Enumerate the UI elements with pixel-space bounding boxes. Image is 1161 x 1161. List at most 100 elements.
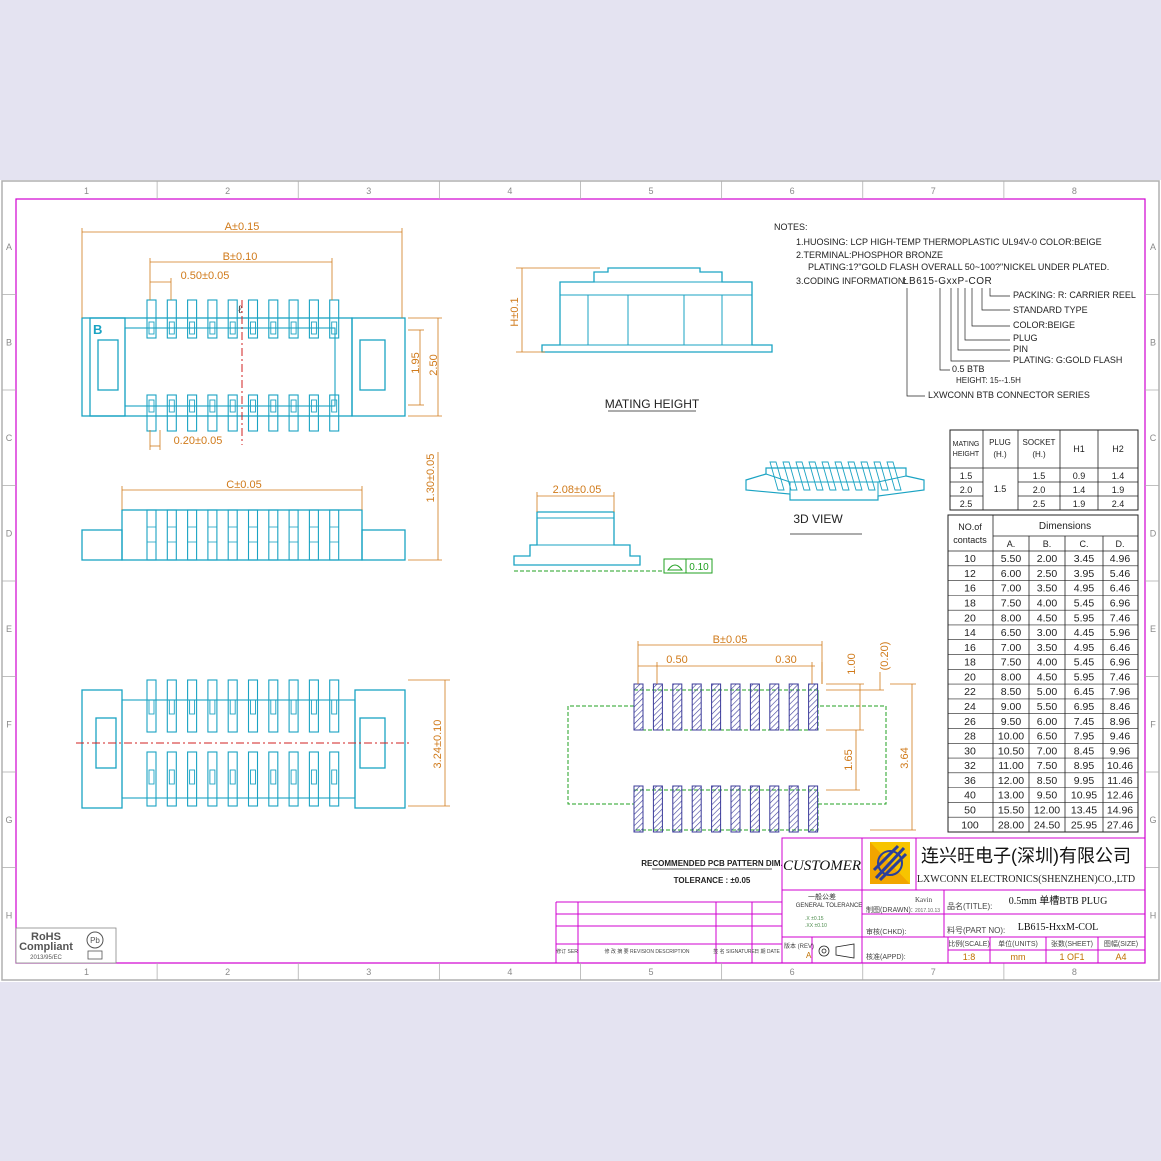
dims-table-cell: 6.45 [1074,686,1095,698]
dims-table-cell: 24 [964,701,976,713]
frame-col-number: 8 [1072,186,1077,196]
ht-header-h2: H2 [1112,444,1124,454]
front-pin [207,509,218,561]
pcb-pad [769,785,780,833]
dims-table-cell: 7.50 [1001,597,1022,609]
frame-row-letter: D [1150,528,1157,538]
frame-row-letter: A [6,242,12,252]
dims-table-cell: 14.96 [1107,805,1133,817]
dims-table-cell: 3.45 [1074,553,1095,565]
height-table-cell: 2.5 [960,499,973,509]
dims-table-cell: 6.50 [1001,627,1022,639]
pcb-pad [633,785,644,833]
top-pin [308,394,319,432]
dims-table-cell: 5.95 [1074,671,1095,683]
note-1: 1.HUOSING: LCP HIGH-TEMP THERMOPLASTIC U… [796,237,1102,247]
coding-string: LB615-GxxP-COR [903,276,992,287]
side-view: 2.08±0.05 0.10 [513,484,713,574]
top-pin-contact [209,399,216,413]
dims-table-col-header: C. [1080,539,1089,549]
iso-pin [847,461,863,491]
dims-table-cell: 4.00 [1037,597,1058,609]
height-table-cell: 1.9 [1073,499,1086,509]
dims-table-col-header: B. [1043,539,1052,549]
top-pin-contact [310,321,317,335]
top-pin [146,299,157,339]
height-table-cell: 2.5 [1033,499,1046,509]
top-pin [247,394,259,432]
front-pin [308,509,319,561]
bottom-view: 3.24±0.10 [76,679,450,809]
frame-col-number: 2 [225,967,230,977]
dims-table-cell: 6.00 [1037,716,1058,728]
iso-pin [769,461,785,491]
frame-row-letter: A [1150,242,1156,252]
bottom-pin-contact [290,699,297,715]
front-pin [146,509,157,561]
frame-row-letter: B [1150,337,1156,347]
size-label: 图幅(SIZE) [1104,939,1138,948]
note-3: 3.CODING INFORMATION: [796,276,907,286]
frame-col-number: 6 [790,186,795,196]
bottom-pin [288,679,299,733]
bottom-pin-contact [270,769,277,785]
3d-view-title: 3D VIEW [793,512,843,526]
dims-table-cell: 36 [964,775,976,787]
dims-table-cell: 7.46 [1110,671,1131,683]
dims-table-cell: 4.50 [1037,671,1058,683]
bottom-pin [268,751,279,807]
units-value: mm [1011,952,1026,962]
height-table-cell: 1.4 [1112,471,1125,481]
top-pin [166,394,177,432]
top-pin [288,394,299,432]
notes: NOTES: 1.HUOSING: LCP HIGH-TEMP THERMOPL… [774,222,1136,400]
dims-table-cell: 8.46 [1110,701,1131,713]
top-pin-contact [250,399,256,413]
dims-table-cell: 16 [964,642,976,654]
dims-table-cell: 5.45 [1074,657,1095,669]
bottom-pin-contact [168,699,175,715]
bottom-pin-contact [189,699,196,715]
rohs-directive: 2013/95/EC [30,955,62,961]
bottom-pin-contact [290,769,297,785]
top-pin-contact [250,321,256,335]
front-pin [268,509,279,561]
top-pin [329,394,340,432]
top-pin [268,299,279,339]
frame-row-letter: B [6,337,12,347]
pcb-gap-label: 1.65 [843,749,855,770]
pcb-pad [749,683,760,731]
bottom-pin [187,751,198,807]
dim-a-label: A±0.15 [225,221,260,233]
rohs-compliant: Compliant [19,941,73,953]
dims-table-cell: 12.00 [998,775,1024,787]
bottom-pin [187,679,198,733]
dims-table-cell: 18 [964,597,976,609]
height-table-cell: 2.0 [1033,485,1046,495]
dims-table-cell: 5.95 [1074,612,1095,624]
ht-header-socket: SOCKET [1023,438,1056,447]
legend-color: COLOR:BEIGE [1013,320,1075,330]
top-pin-contact [229,399,236,413]
height-table-cell: 1.5 [960,471,973,481]
top-pin [227,394,238,432]
pcb-pad [808,785,819,833]
dims-table-cell: 15.50 [998,805,1024,817]
pcb-pattern-view: B±0.05 0.50 0.30 1.00 (0.20) 1.65 3.64 R… [567,634,916,885]
legend-pin: PIN [1013,344,1028,354]
part-label: 料号(PART NO): [947,925,1005,935]
ht-header-h1: H1 [1073,444,1085,454]
scale-value: 1:8 [963,952,976,962]
bottom-pin-contact [250,699,256,715]
centerline-mark: ℓ [238,304,242,316]
height-table-cell: 1.5 [1033,471,1046,481]
dim-250-label: 2.50 [428,354,440,375]
mating-height-view: H±0.1 MATING HEIGHT [509,267,773,412]
top-pin-contact [310,399,317,413]
pcb-tolerance: TOLERANCE : ±0.05 [674,876,751,885]
bottom-pin [166,679,177,733]
frame-row-letter: F [6,719,12,729]
dims-table-cell: 6.50 [1037,731,1058,743]
top-pin-contact [290,321,297,335]
